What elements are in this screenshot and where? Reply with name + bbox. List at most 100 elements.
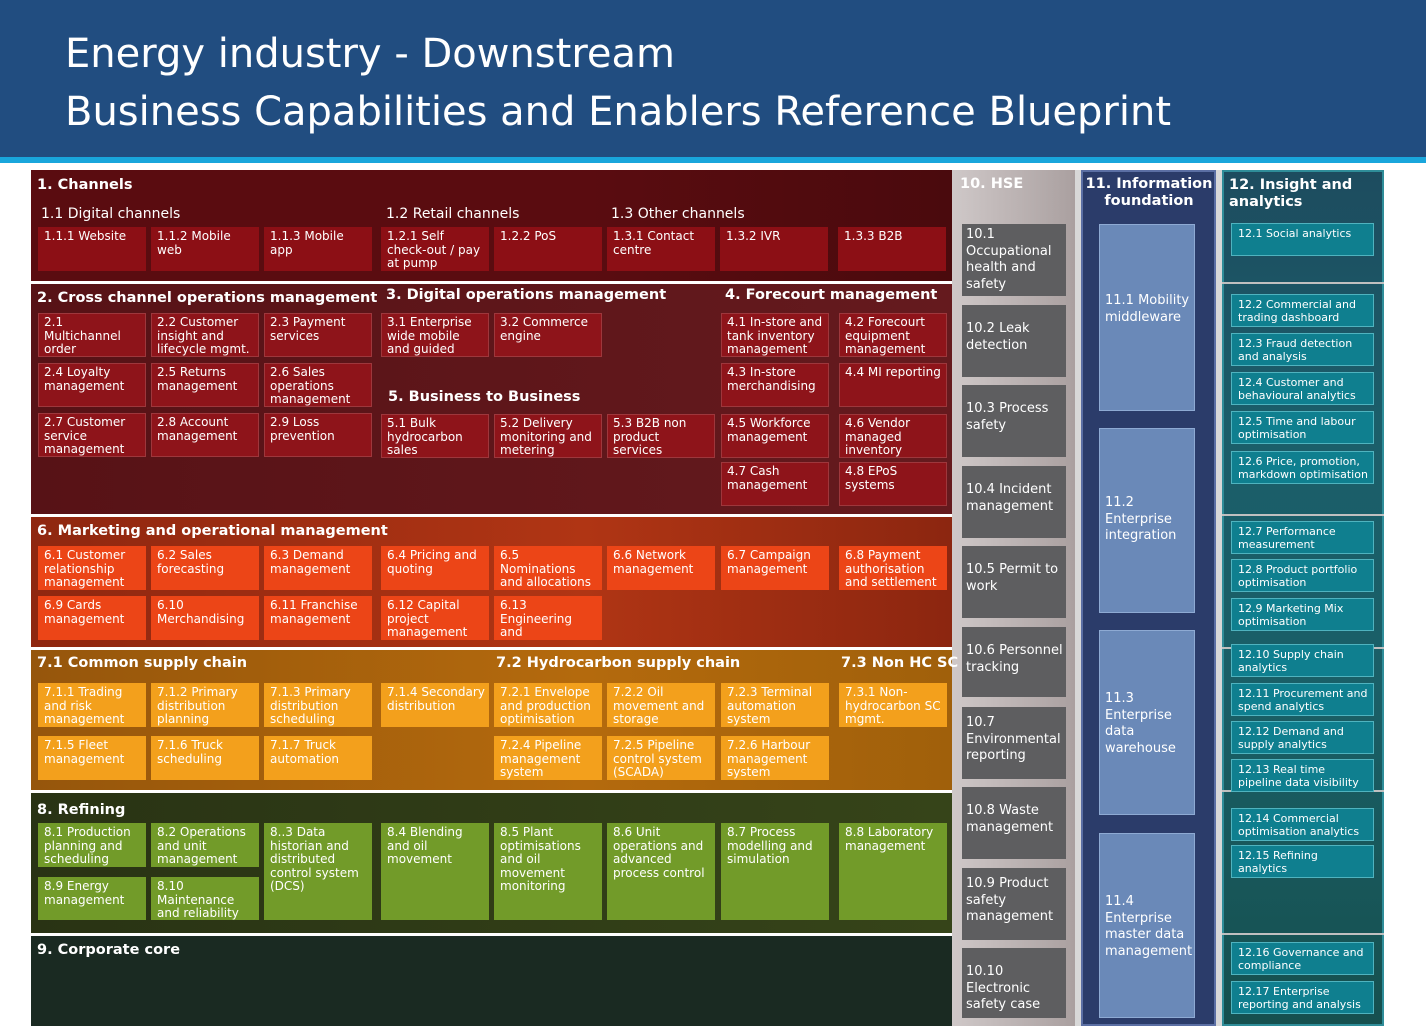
capability-box[interactable]: 6.2 Sales forecasting	[151, 546, 259, 590]
hse-item[interactable]: 10.5 Permit to work	[962, 546, 1066, 618]
capability-box[interactable]: 7.3.1 Non-hydrocarbon SC mgmt.	[839, 683, 947, 727]
hse-item[interactable]: 10.3 Process safety	[962, 385, 1066, 457]
capability-box[interactable]: 5.3 B2B non product services	[607, 414, 715, 458]
capability-box[interactable]: 6.9 Cards management	[38, 596, 146, 640]
hse-item[interactable]: 10.10 Electronic safety case	[962, 948, 1066, 1018]
insight-item[interactable]: 12.2 Commercial and trading dashboard	[1231, 294, 1374, 327]
capability-box[interactable]: 8.1 Production planning and scheduling	[38, 823, 146, 867]
section-title-cross-channel: 2. Cross channel operations management	[37, 290, 378, 306]
capability-box[interactable]: 4.7 Cash management	[721, 462, 829, 506]
info-item[interactable]: 11.1 Mobility middleware	[1099, 224, 1195, 411]
capability-box[interactable]: 8.2 Operations and unit management	[151, 823, 259, 867]
capability-box[interactable]: 7.2.6 Harbour management system	[721, 736, 829, 780]
capability-box[interactable]: 7.1.2 Primary distribution planning	[151, 683, 259, 727]
capability-box[interactable]: 7.1.3 Primary distribution scheduling	[264, 683, 372, 727]
capability-box[interactable]: 7.2.3 Terminal automation system	[721, 683, 829, 727]
capability-box[interactable]: 1.3.1 Contact centre	[607, 227, 715, 271]
insight-item[interactable]: 12.9 Marketing Mix optimisation	[1231, 598, 1374, 631]
capability-box[interactable]: 8.10 Maintenance and reliability mgmt.	[151, 877, 259, 920]
capability-box[interactable]: 4.4 MI reporting	[839, 363, 947, 407]
hse-item[interactable]: 10.6 Personnel tracking	[962, 627, 1066, 697]
hse-item[interactable]: 10.9 Product safety management	[962, 868, 1066, 940]
info-item[interactable]: 11.4 Enterprise master data management	[1099, 833, 1195, 1018]
capability-box[interactable]: 8..3 Data historian and distributed cont…	[264, 823, 372, 920]
capability-box[interactable]: 1.2.1 Self check-out / pay at pump	[381, 227, 489, 271]
capability-box[interactable]: 7.1.1 Trading and risk management	[38, 683, 146, 727]
capability-box[interactable]: 6.8 Payment authorisation and settlement	[839, 546, 947, 590]
capability-box[interactable]: 6.6 Network management	[607, 546, 715, 590]
hse-item[interactable]: 10.1 Occupational health and safety	[962, 224, 1066, 296]
capability-box[interactable]: 8.7 Process modelling and simulation	[721, 823, 829, 920]
capability-box[interactable]: 1.3.2 IVR	[720, 227, 828, 271]
insight-item[interactable]: 12.13 Real time pipeline data visibility	[1231, 759, 1374, 792]
capability-box[interactable]: 7.1.4 Secondary distribution	[381, 683, 489, 727]
capability-box[interactable]: 2.4 Loyalty management	[38, 363, 146, 407]
capability-box[interactable]: 1.2.2 PoS	[494, 227, 602, 271]
capability-box[interactable]: 2.2 Customer insight and lifecycle mgmt.	[151, 313, 259, 357]
capability-box[interactable]: 7.1.7 Truck automation	[264, 736, 372, 780]
capability-box[interactable]: 6.10 Merchandising	[151, 596, 259, 640]
info-item[interactable]: 11.3 Enterprise data warehouse	[1099, 630, 1195, 815]
capability-box[interactable]: 1.1.2 Mobile web	[151, 227, 259, 271]
capability-box[interactable]: 6.7 Campaign management	[721, 546, 829, 590]
capability-box[interactable]: 7.1.5 Fleet management	[38, 736, 146, 780]
capability-box[interactable]: 6.11 Franchise management	[264, 596, 372, 640]
capability-box[interactable]: 3.1 Enterprise wide mobile and guided se…	[381, 313, 489, 357]
capability-box[interactable]: 1.3.3 B2B	[838, 227, 946, 271]
info-item[interactable]: 11.2 Enterprise integration	[1099, 428, 1195, 613]
capability-box[interactable]: 2.1 Multichannel order management	[38, 313, 146, 357]
capability-box[interactable]: 7.2.2 Oil movement and storage	[607, 683, 715, 727]
insight-item[interactable]: 12.7 Performance measurement	[1231, 521, 1374, 554]
capability-box[interactable]: 2.7 Customer service management	[38, 413, 146, 457]
capability-box[interactable]: 2.8 Account management	[151, 413, 259, 457]
capability-box[interactable]: 7.2.4 Pipeline management system	[494, 736, 602, 780]
insight-item[interactable]: 12.5 Time and labour optimisation	[1231, 411, 1374, 444]
capability-box[interactable]: 6.1 Customer relationship management	[38, 546, 146, 590]
capability-box[interactable]: 8.5 Plant optimisations and oil movement…	[494, 823, 602, 920]
capability-box[interactable]: 6.5 Nominations and allocations	[494, 546, 602, 590]
capability-box[interactable]: 2.6 Sales operations management	[264, 363, 372, 407]
hse-item[interactable]: 10.2 Leak detection	[962, 305, 1066, 377]
insight-item[interactable]: 12.3 Fraud detection and analysis	[1231, 333, 1374, 366]
capability-box[interactable]: 7.2.5 Pipeline control system (SCADA)	[607, 736, 715, 780]
insight-item[interactable]: 12.16 Governance and compliance	[1231, 942, 1374, 975]
insight-item[interactable]: 12.14 Commercial optimisation analytics	[1231, 808, 1374, 841]
capability-box[interactable]: 6.3 Demand management	[264, 546, 372, 590]
capability-box[interactable]: 8.6 Unit operations and advanced process…	[607, 823, 715, 920]
capability-box[interactable]: 4.1 In-store and tank inventory manageme…	[721, 313, 829, 357]
capability-box[interactable]: 4.8 EPoS systems	[839, 462, 947, 506]
hse-item[interactable]: 10.4 Incident management	[962, 466, 1066, 538]
capability-box[interactable]: 4.6 Vendor managed inventory	[839, 414, 947, 458]
capability-box[interactable]: 6.4 Pricing and quoting	[381, 546, 489, 590]
capability-box[interactable]: 8.9 Energy management	[38, 877, 146, 920]
capability-box[interactable]: 6.13 Engineering and construction	[494, 596, 602, 640]
capability-box[interactable]: 5.2 Delivery monitoring and metering	[494, 414, 602, 458]
capability-box[interactable]: 1.1.3 Mobile app	[264, 227, 372, 271]
insight-item[interactable]: 12.1 Social analytics	[1231, 223, 1374, 256]
capability-box[interactable]: 6.12 Capital project management	[381, 596, 489, 640]
insight-item[interactable]: 12.17 Enterprise reporting and analysis	[1231, 981, 1374, 1014]
capability-box[interactable]: 4.5 Workforce management	[721, 414, 829, 458]
insight-item[interactable]: 12.10 Supply chain analytics	[1231, 644, 1374, 677]
insight-item[interactable]: 12.15 Refining analytics	[1231, 845, 1374, 878]
capability-box[interactable]: 1.1.1 Website	[38, 227, 146, 271]
capability-box[interactable]: 2.3 Payment services	[264, 313, 372, 357]
insight-item[interactable]: 12.12 Demand and supply analytics	[1231, 721, 1374, 754]
insight-item[interactable]: 12.4 Customer and behavioural analytics	[1231, 372, 1374, 405]
capability-box[interactable]: 2.9 Loss prevention	[264, 413, 372, 457]
insight-item[interactable]: 12.6 Price, promotion, markdown optimisa…	[1231, 451, 1374, 484]
capability-box[interactable]: 2.5 Returns management	[151, 363, 259, 407]
capability-box[interactable]: 8.8 Laboratory management	[839, 823, 947, 920]
subsection-title-digital-channels: 1.1 Digital channels	[41, 206, 181, 222]
hse-item[interactable]: 10.8 Waste management	[962, 787, 1066, 859]
capability-box[interactable]: 7.1.6 Truck scheduling	[151, 736, 259, 780]
insight-item[interactable]: 12.8 Product portfolio optimisation	[1231, 559, 1374, 592]
capability-box[interactable]: 4.2 Forecourt equipment management	[839, 313, 947, 357]
capability-box[interactable]: 7.2.1 Envelope and production optimisati…	[494, 683, 602, 727]
capability-box[interactable]: 3.2 Commerce engine	[494, 313, 602, 357]
capability-box[interactable]: 4.3 In-store merchandising	[721, 363, 829, 407]
capability-box[interactable]: 5.1 Bulk hydrocarbon sales	[381, 414, 489, 458]
hse-item[interactable]: 10.7 Environmental reporting	[962, 707, 1066, 779]
capability-box[interactable]: 8.4 Blending and oil movement	[381, 823, 489, 920]
insight-item[interactable]: 12.11 Procurement and spend analytics	[1231, 683, 1374, 716]
